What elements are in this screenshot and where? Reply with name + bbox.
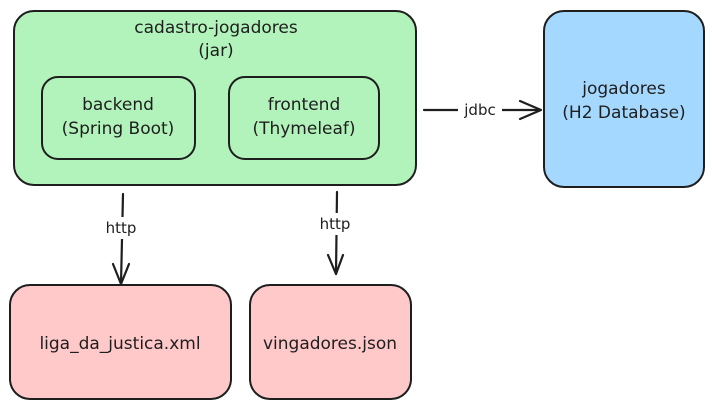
backend-node: backend (Spring Boot) <box>41 76 196 160</box>
backend-box <box>41 76 196 160</box>
database-node: jogadores (H2 Database) <box>543 10 705 188</box>
frontend-node: frontend (Thymeleaf) <box>228 76 380 160</box>
http-edge-liga: http <box>98 192 146 286</box>
database-sublabel: (H2 Database) <box>562 103 685 123</box>
http-liga-label: http <box>106 219 137 237</box>
jdbc-label: jdbc <box>463 101 495 119</box>
vingadores-box <box>249 284 412 400</box>
vingadores-node: vingadores.json <box>249 284 412 400</box>
jdbc-arrow-head <box>518 99 543 121</box>
liga-label: liga_da_justica.xml <box>39 334 200 354</box>
database-label: jogadores <box>581 79 666 99</box>
jdbc-edge: jdbc <box>422 99 543 121</box>
http-liga-arrow-head <box>111 262 131 286</box>
app-title: cadastro-jogadores <box>134 18 298 38</box>
database-box <box>543 10 705 188</box>
liga-node: liga_da_justica.xml <box>9 284 232 400</box>
frontend-sublabel: (Thymeleaf) <box>252 119 355 139</box>
http-vingadores-arrow-head <box>326 253 345 276</box>
liga-box <box>9 284 232 400</box>
vingadores-label: vingadores.json <box>263 334 397 354</box>
http-edge-vingadores: http <box>311 190 359 276</box>
frontend-label: frontend <box>268 95 340 115</box>
frontend-box <box>228 76 380 160</box>
backend-sublabel: (Spring Boot) <box>62 119 175 139</box>
backend-label: backend <box>82 95 154 115</box>
app-subtitle: (jar) <box>198 41 233 61</box>
http-vingadores-label: http <box>320 215 351 233</box>
